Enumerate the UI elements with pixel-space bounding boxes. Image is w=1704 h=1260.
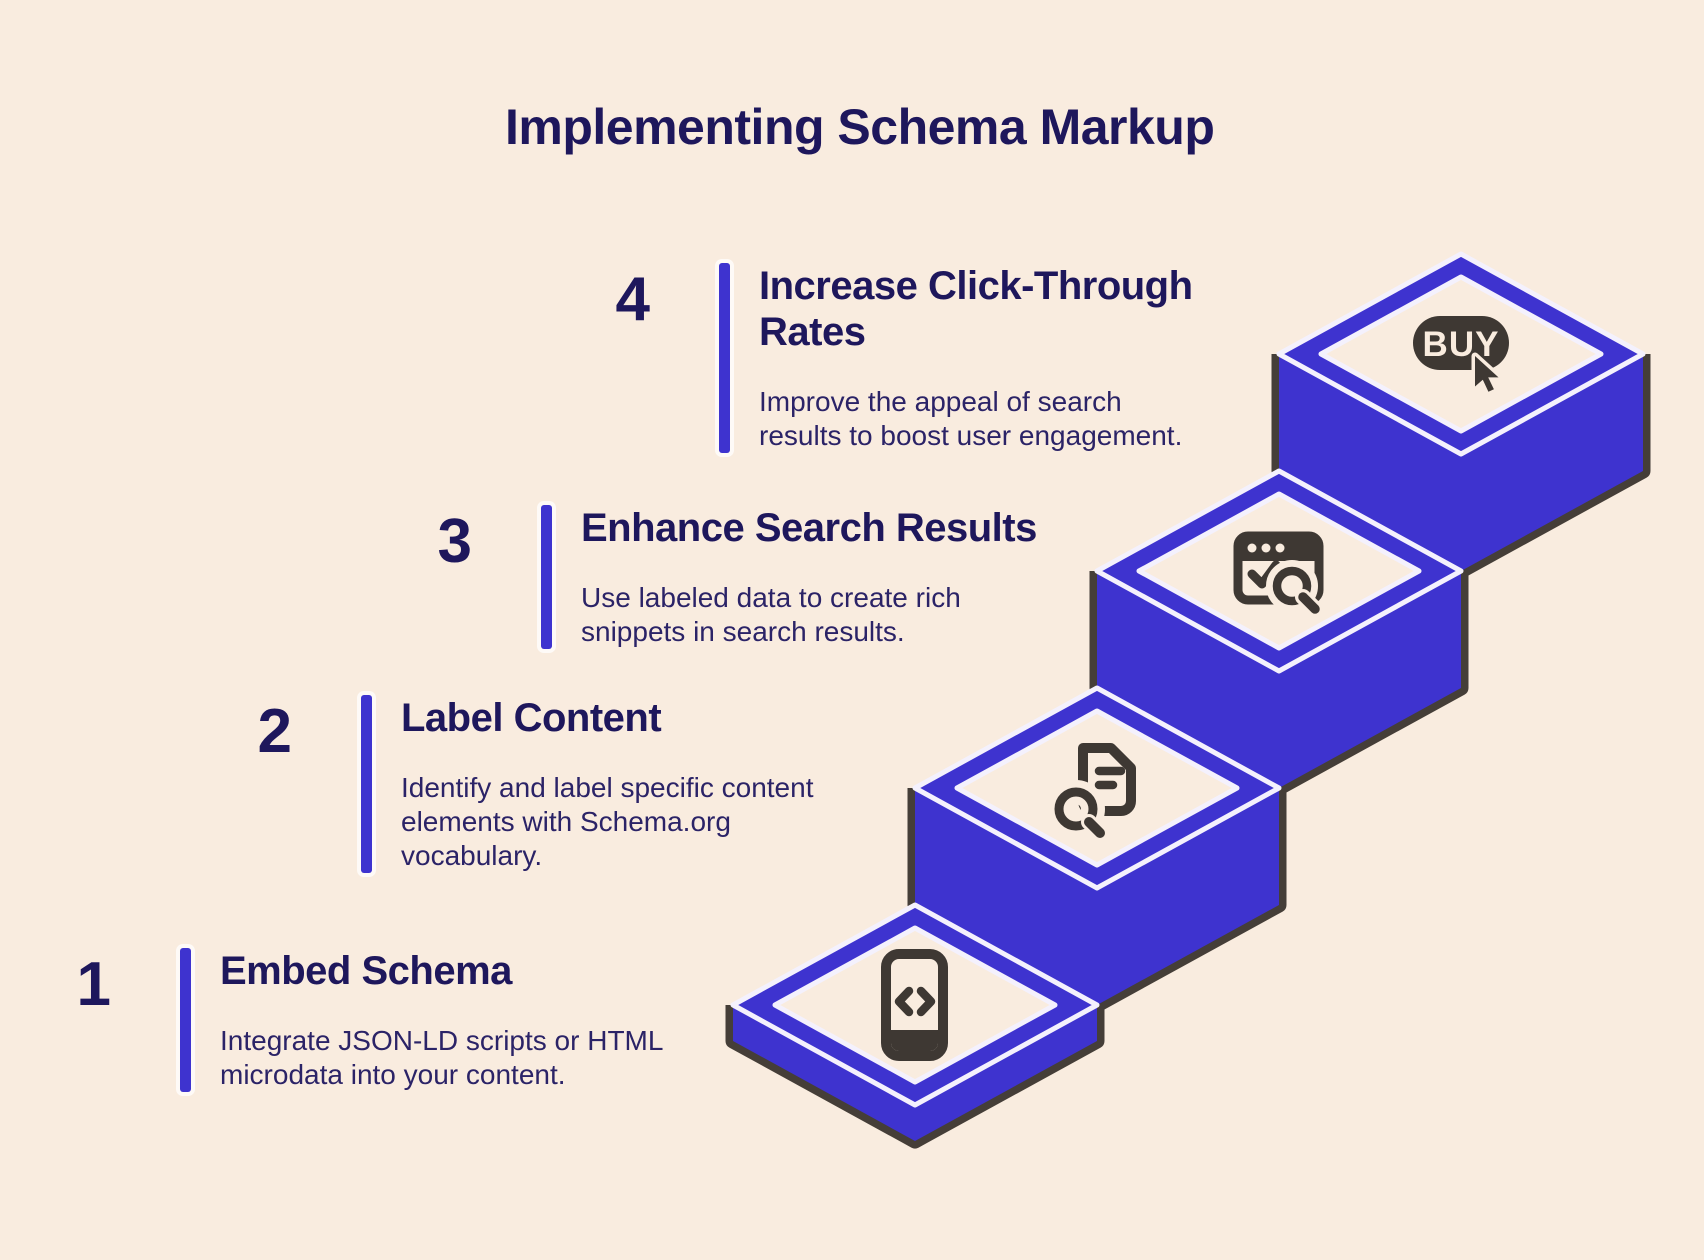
body-line: Integrate JSON-LD scripts or HTML xyxy=(220,1025,664,1056)
step-number: 1 xyxy=(76,950,111,1019)
body-line: vocabulary. xyxy=(401,840,543,871)
step-item-1: 1 Embed Schema Integrate JSON-LD scripts… xyxy=(3,948,663,1092)
heading-line: Embed Schema xyxy=(220,949,512,993)
buy-button-cursor-icon: BUY xyxy=(1413,316,1509,396)
body-line: Identify and label specific content xyxy=(401,772,814,803)
step-accent-bar xyxy=(719,263,730,453)
body-line: microdata into your content. xyxy=(220,1059,566,1090)
step-accent-bar xyxy=(180,948,191,1092)
step-description: Use labeled data to create rich snippets… xyxy=(581,581,1037,649)
step-item-2: 2 Label Content Identify and label speci… xyxy=(184,695,813,873)
staircase-step-1 xyxy=(725,902,1105,1149)
step-item-3: 3 Enhance Search Results Use labeled dat… xyxy=(364,505,1037,649)
heading-line: Increase Click-Through xyxy=(759,264,1193,308)
body-line: Use labeled data to create rich xyxy=(581,582,961,613)
step-accent-bar xyxy=(541,505,552,649)
body-line: elements with Schema.org xyxy=(401,806,731,837)
heading-line: Label Content xyxy=(401,696,662,740)
code-phone-icon xyxy=(881,949,948,1061)
step-number: 2 xyxy=(257,697,292,766)
step-number: 3 xyxy=(437,507,472,576)
step-heading: Increase Click-Through Rates xyxy=(759,263,1193,355)
svg-text:BUY: BUY xyxy=(1423,325,1500,364)
step-item-4: 4 Increase Click-Through Rates Improve t… xyxy=(542,263,1193,453)
staircase-step-4: BUY xyxy=(1271,251,1651,579)
document-search-icon xyxy=(1047,743,1136,841)
step-description: Improve the appeal of search results to … xyxy=(759,385,1193,453)
step-number: 4 xyxy=(615,265,650,334)
heading-line: Rates xyxy=(759,310,866,354)
step-description: Integrate JSON-LD scripts or HTML microd… xyxy=(220,1024,663,1092)
step-heading: Label Content xyxy=(401,695,813,741)
body-line: Improve the appeal of search xyxy=(759,386,1122,417)
browser-check-search-icon xyxy=(1233,531,1324,617)
staircase-step-2 xyxy=(907,685,1287,1013)
step-heading: Enhance Search Results xyxy=(581,505,1037,551)
staircase-step-3 xyxy=(1089,468,1469,796)
step-heading: Embed Schema xyxy=(220,948,663,994)
heading-line: Enhance Search Results xyxy=(581,506,1037,550)
body-line: results to boost user engagement. xyxy=(759,420,1183,451)
body-line: snippets in search results. xyxy=(581,616,905,647)
page-title: Implementing Schema Markup xyxy=(505,99,1215,155)
step-description: Identify and label specific content elem… xyxy=(401,771,813,873)
step-accent-bar xyxy=(361,695,372,873)
